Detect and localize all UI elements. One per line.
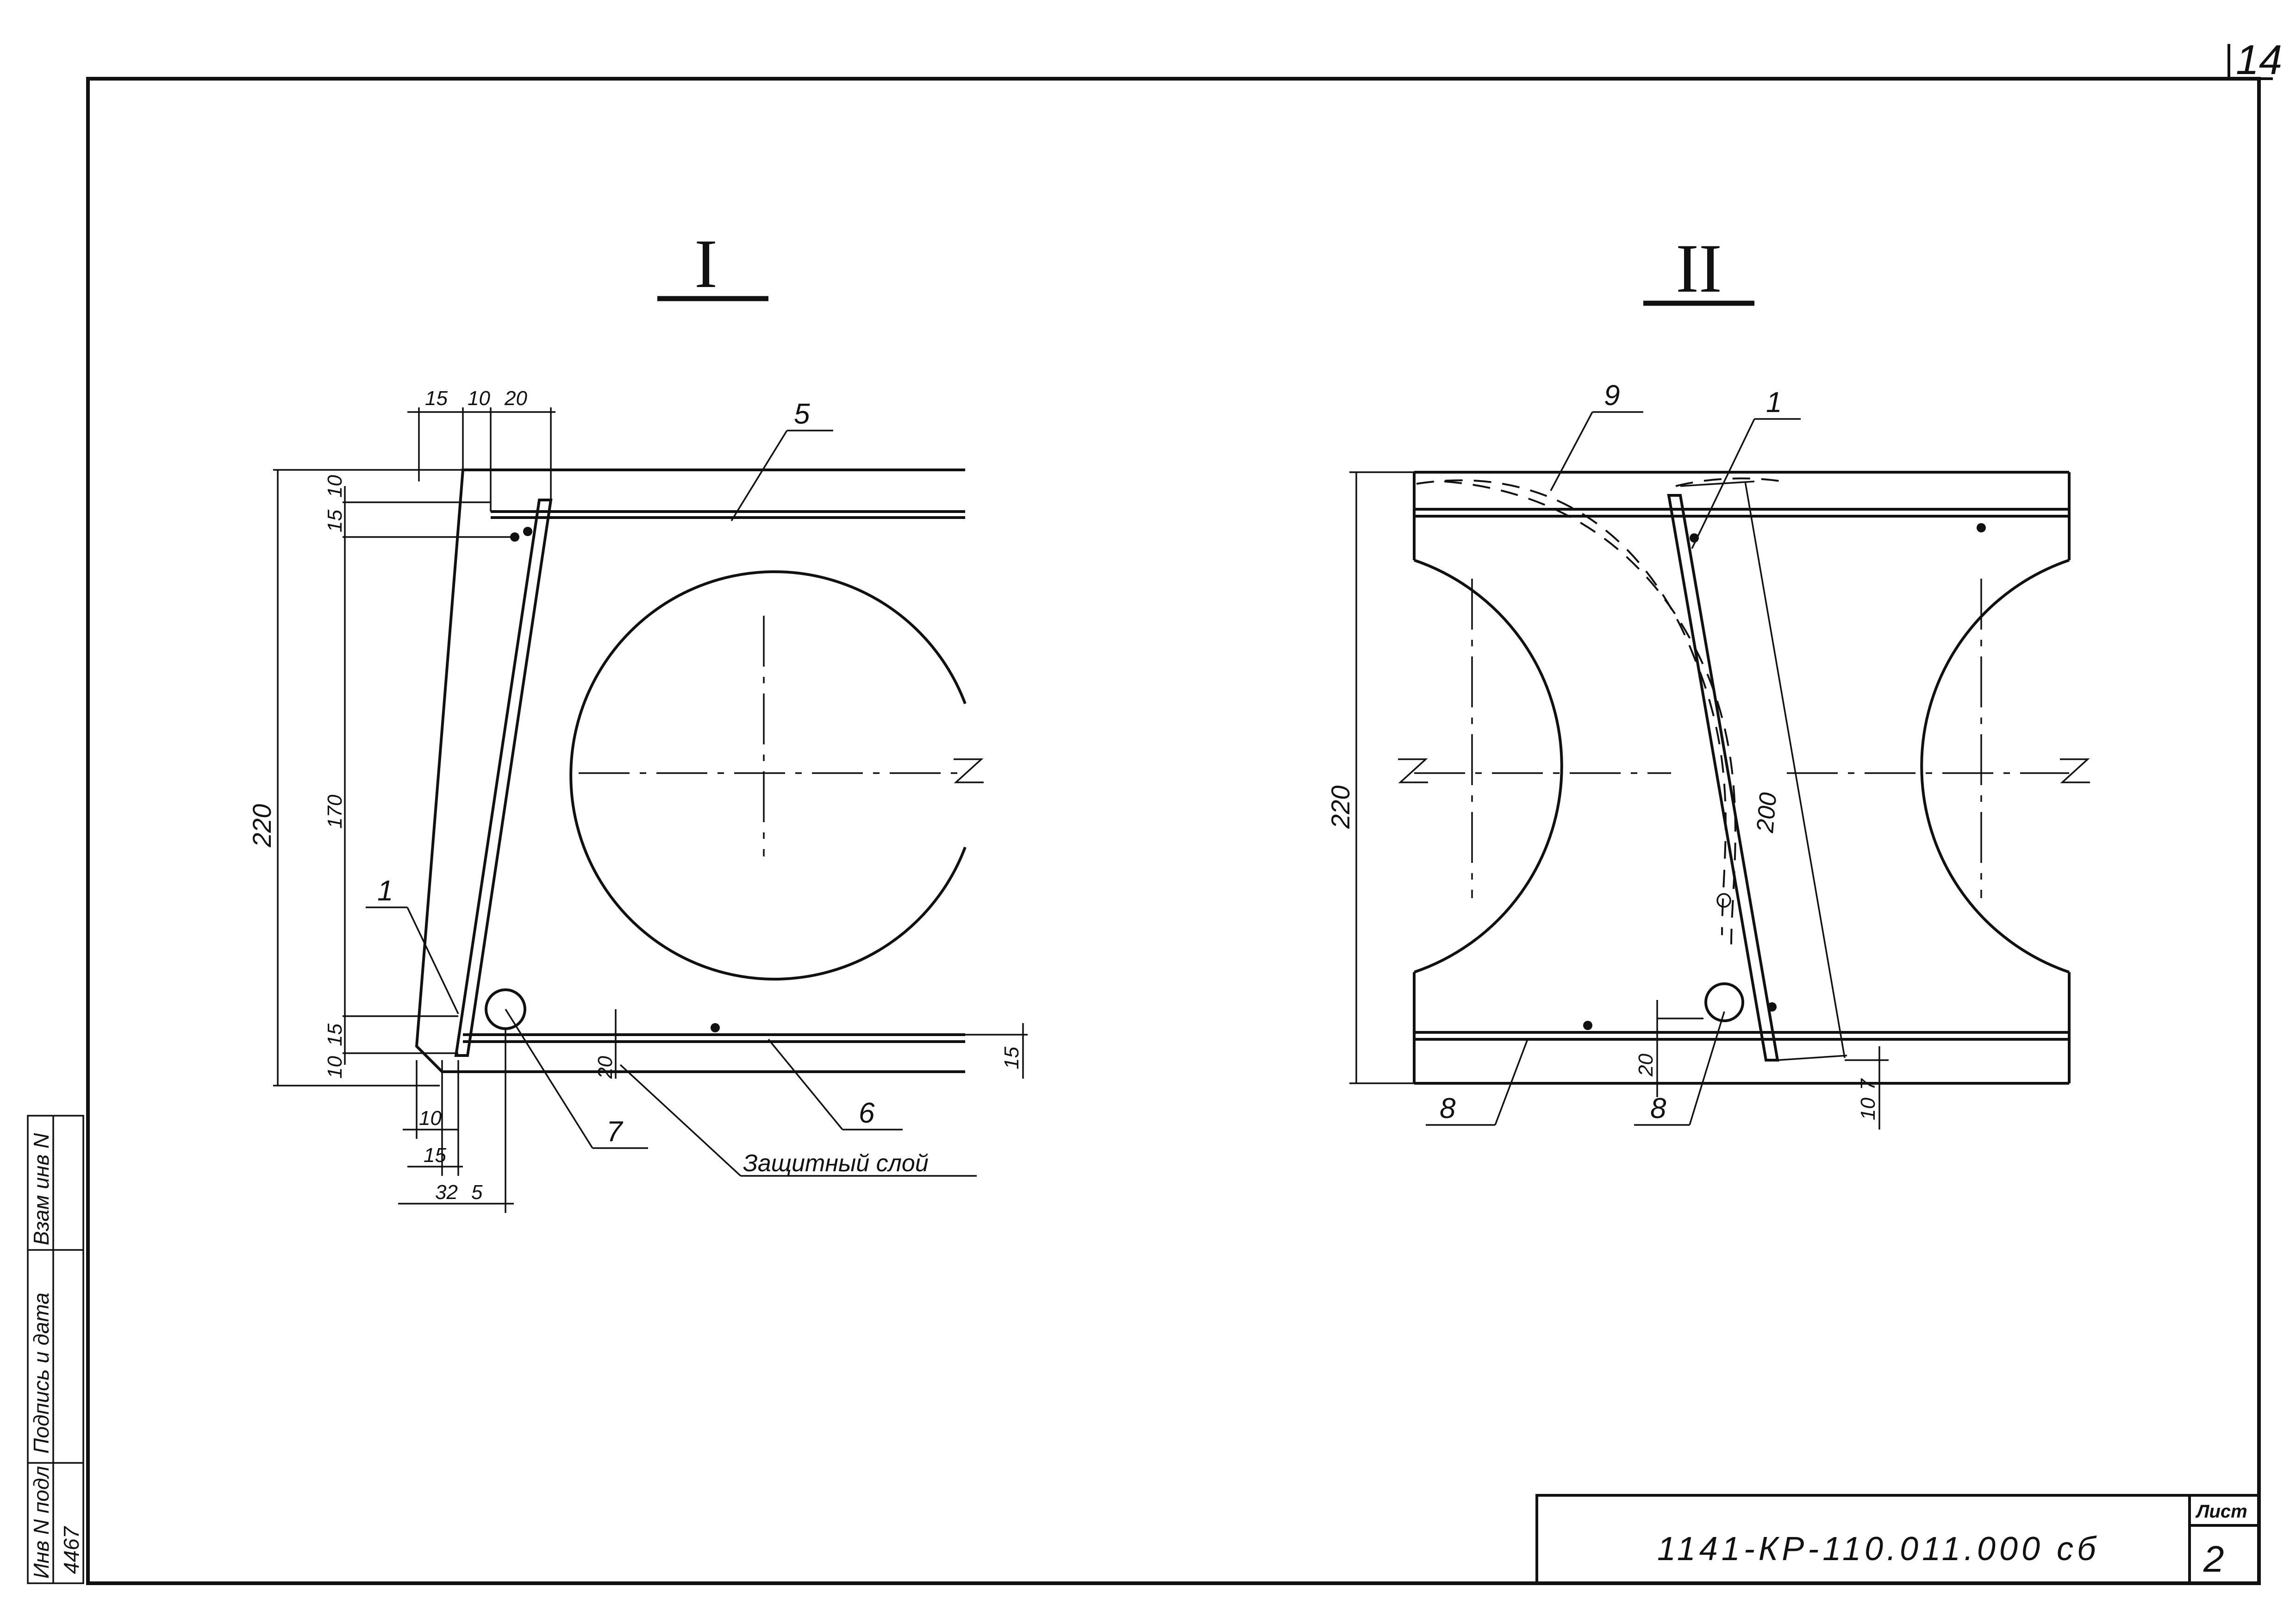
section-1-inner-dims: [615, 1009, 1028, 1079]
section-1-leaders: [366, 430, 977, 1177]
s1-dim-10-top: 10: [324, 475, 346, 498]
s2-callout-8-left: 8: [1440, 1093, 1456, 1124]
s1-dim-15-top: 15: [324, 510, 346, 532]
section-2: II: [1398, 230, 2090, 1085]
s1-dim-15-bottom: 15: [324, 1024, 346, 1046]
side-stamp: [27, 1115, 84, 1584]
s1-dim-170: 170: [324, 794, 346, 829]
s1-note-protective-layer: Защитный слой: [743, 1150, 929, 1177]
s2-dim-200: 200: [1752, 791, 1782, 834]
s1-dim-10-bottom: 10: [324, 1056, 346, 1079]
section-1: I: [407, 225, 984, 1073]
stamp-handwritten-number: 4467: [59, 1526, 83, 1574]
title-block: [1535, 1494, 2260, 1585]
s2-dim-20: 20: [1635, 1054, 1657, 1077]
stamp-label-signature: Подпись и дата: [29, 1293, 53, 1454]
section-2-title: II: [1676, 230, 1722, 307]
sheet-number: 2: [2203, 1538, 2224, 1580]
s2-callout-8-right: 8: [1650, 1093, 1666, 1124]
section-1-bottom-dims: [398, 1028, 514, 1213]
sheet-frame: [86, 44, 2273, 1585]
s1-bottom-dim-10: 10: [419, 1107, 442, 1130]
s1-bottom-dim-15: 15: [424, 1144, 446, 1167]
s1-top-dim-20: 20: [504, 387, 527, 410]
s1-inner-dim-20: 20: [594, 1056, 617, 1079]
s1-top-dim-15: 15: [425, 387, 448, 410]
s1-callout-6: 6: [859, 1097, 875, 1129]
s1-callout-7: 7: [606, 1116, 624, 1148]
section-1-left-dims: [273, 469, 514, 1087]
stamp-label-inventory: Инв N подл: [29, 1466, 53, 1579]
section-1-title: I: [694, 225, 718, 302]
s2-callout-1: 1: [1766, 387, 1782, 418]
s2-dim-10: 10: [1857, 1098, 1879, 1120]
document-code: 1141-КР-110.011.000 сб: [1657, 1530, 2099, 1568]
section-2-leaders: [1426, 411, 1801, 1126]
s1-callout-1: 1: [377, 875, 393, 907]
corner-sheet-number: 14: [2236, 37, 2282, 83]
s1-callout-5: 5: [794, 398, 810, 430]
s1-bottom-dim-32: 32: [435, 1181, 458, 1204]
sheet-label: Лист: [2195, 1501, 2247, 1522]
s2-height-220: 220: [1326, 786, 1355, 829]
s1-height-220: 220: [247, 804, 276, 848]
section-2-dims: [1349, 471, 1889, 1130]
s2-dim-7: 7: [1857, 1078, 1879, 1090]
s1-inner-dim-15: 15: [1000, 1047, 1023, 1069]
stamp-label-replacement: Взам инв N: [29, 1133, 53, 1245]
s1-top-dim-10: 10: [468, 387, 490, 410]
s1-bottom-dim-5: 5: [471, 1181, 483, 1204]
s2-callout-9: 9: [1604, 380, 1620, 412]
